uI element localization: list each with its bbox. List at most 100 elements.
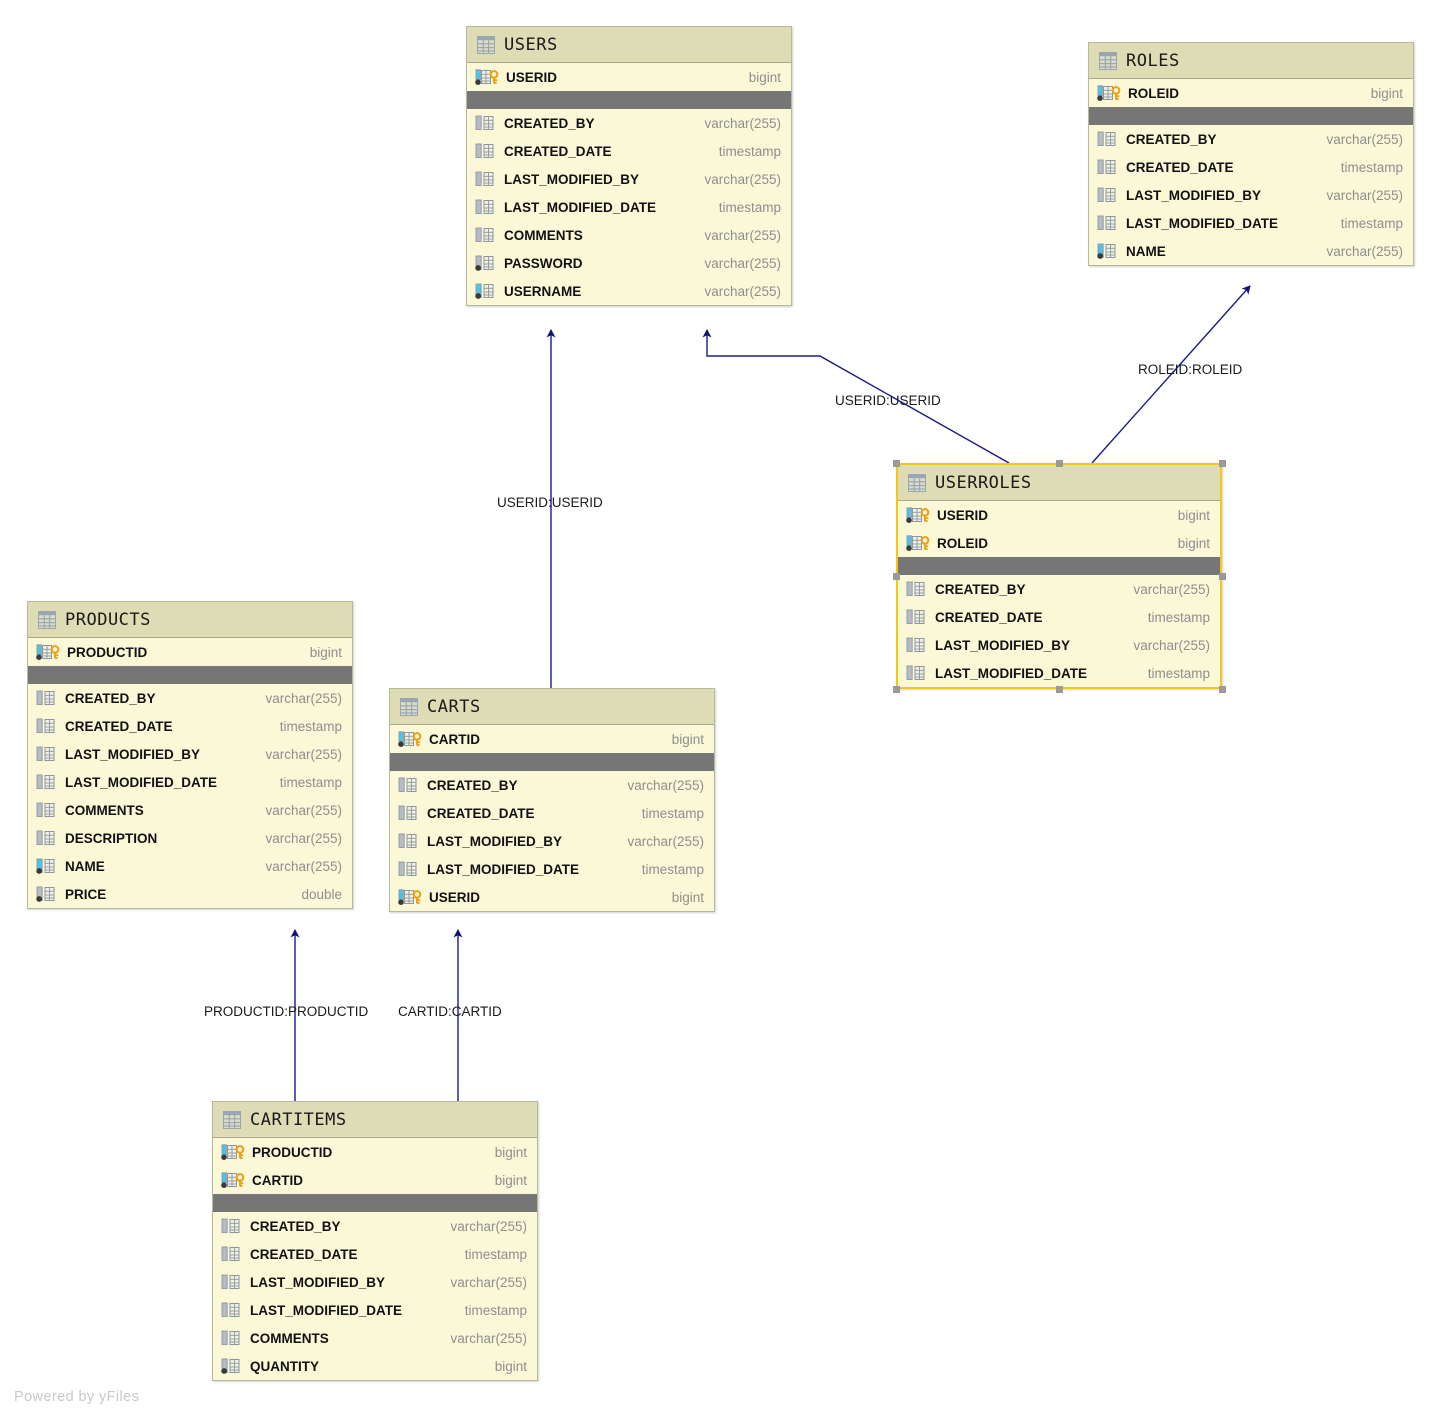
selection-handle[interactable] bbox=[892, 685, 900, 693]
entity-header-products[interactable]: PRODUCTS bbox=[28, 602, 352, 638]
column-name: NAME bbox=[1126, 243, 1166, 259]
relationship-label-carts-users[interactable]: USERID:USERID bbox=[497, 495, 603, 510]
section-divider bbox=[1089, 107, 1413, 125]
selection-handle[interactable] bbox=[1055, 459, 1063, 467]
selection-handle[interactable] bbox=[1218, 572, 1226, 580]
table-icon bbox=[1099, 51, 1117, 70]
table-icon bbox=[400, 697, 418, 716]
selection-handle[interactable] bbox=[1055, 685, 1063, 693]
column-icon bbox=[36, 774, 58, 790]
column-name: CREATED_BY bbox=[427, 777, 518, 793]
column-icon bbox=[36, 830, 58, 846]
column-icon bbox=[221, 1218, 243, 1234]
entity-header-roles[interactable]: ROLES bbox=[1089, 43, 1413, 79]
column-icon bbox=[398, 861, 420, 877]
relationship-label-userroles-users[interactable]: USERID:USERID bbox=[835, 393, 941, 408]
selection-handle[interactable] bbox=[892, 572, 900, 580]
column-unique-icon bbox=[36, 858, 58, 874]
entity-header-userroles[interactable]: USERROLES bbox=[898, 465, 1220, 501]
column-name: QUANTITY bbox=[250, 1358, 319, 1374]
relationship-label-userroles-roles[interactable]: ROLEID:ROLEID bbox=[1138, 362, 1243, 377]
entity-header-cartitems[interactable]: CARTITEMS bbox=[213, 1102, 537, 1138]
primary-key-icon bbox=[221, 1144, 245, 1160]
column-name: LAST_MODIFIED_BY bbox=[504, 171, 640, 187]
primary-key-icon bbox=[36, 644, 60, 660]
column-name: CREATED_BY bbox=[1126, 131, 1217, 147]
column-icon bbox=[906, 637, 928, 653]
column-icon bbox=[1097, 159, 1119, 175]
entity-title: CARTS bbox=[427, 696, 481, 717]
column-type: timestamp bbox=[1340, 215, 1403, 231]
column-icon bbox=[475, 227, 497, 243]
primary-key-icon bbox=[906, 507, 930, 523]
column-name: CREATED_DATE bbox=[250, 1246, 358, 1262]
column-type: varchar(255) bbox=[1326, 243, 1403, 259]
column-row[interactable]: CREATED_DATE timestamp bbox=[213, 1240, 537, 1268]
selection-handle[interactable] bbox=[1218, 685, 1226, 693]
column-type: timestamp bbox=[718, 199, 781, 215]
column-type: timestamp bbox=[464, 1246, 527, 1262]
entity-header-users[interactable]: USERS bbox=[467, 27, 791, 63]
entity-header-carts[interactable]: CARTS bbox=[390, 689, 714, 725]
column-type: bigint bbox=[671, 731, 704, 747]
column-type: varchar(255) bbox=[1133, 581, 1210, 597]
selection-handle[interactable] bbox=[892, 459, 900, 467]
yfiles-watermark: Powered by yFiles bbox=[14, 1389, 140, 1405]
relationship-label-cartitems-carts[interactable]: CARTID:CARTID bbox=[398, 1004, 502, 1019]
selection-handle[interactable] bbox=[1218, 459, 1226, 467]
column-row[interactable]: NAME varchar(255) bbox=[1089, 237, 1413, 265]
relationship-label-cartitems-products[interactable]: PRODUCTID:PRODUCTID bbox=[204, 1004, 369, 1019]
